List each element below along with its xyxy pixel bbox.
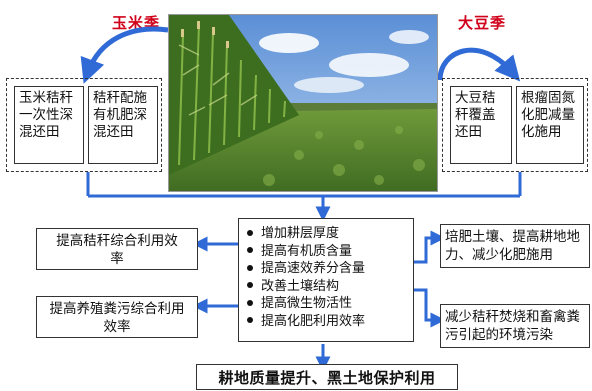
bullet-icon <box>247 264 253 271</box>
benefit-left-bottom: 提高养殖粪污综合利用效率 <box>36 296 198 338</box>
field-photo-art <box>169 15 437 191</box>
soybean-season-label: 大豆季 <box>458 14 507 32</box>
effect-item-6: 提高化肥利用效率 <box>245 313 407 331</box>
benefit-right-top: 培肥土壤、提高耕地地力、减少化肥施用 <box>440 224 590 268</box>
center-to-right-bottom-arrow <box>414 288 446 328</box>
effect-item-4: 改善土壤结构 <box>245 278 407 296</box>
benefit-right-bottom: 减少秸秆焚烧和畜禽粪污引起的环境污染 <box>440 304 590 348</box>
soybean-measure-box-1: 大豆秸秆覆盖还田 <box>450 86 512 164</box>
corn-measure-box-1: 玉米秸秆一次性深混还田 <box>14 86 84 164</box>
final-outcome-box: 耕地质量提升、黑土地保护利用 <box>196 364 458 390</box>
field-photo <box>168 14 438 192</box>
benefit-left-top: 提高秸秆综合利用效率 <box>36 228 198 270</box>
effect-item-1: 增加耕层厚度 <box>245 225 407 243</box>
corn-curve-arrow <box>80 26 169 84</box>
soybean-measure-1-text: 大豆秸秆覆盖还田 <box>455 90 496 140</box>
corn-measure-2-text: 秸秆配施有机肥深混还田 <box>93 90 147 140</box>
effect-item-2: 提高有机质含量 <box>245 243 407 261</box>
bullet-icon <box>247 247 253 253</box>
bullet-icon <box>247 317 253 323</box>
benefit-left-bottom-text: 提高养殖粪污综合利用效率 <box>49 301 185 335</box>
soil-effects-list: 增加耕层厚度 提高有机质含量 提高速效养分含量 改善土壤结构 提高微生物活性 提… <box>245 225 407 330</box>
bullet-icon <box>247 229 253 236</box>
corn-measure-1-text: 玉米秸秆一次性深混还田 <box>19 90 73 140</box>
benefit-left-top-text: 提高秸秆综合利用效率 <box>56 233 178 267</box>
soybean-measures-group <box>442 78 588 172</box>
final-outcome-text: 耕地质量提升、黑土地保护利用 <box>218 369 436 387</box>
soil-effects-box: 增加耕层厚度 提高有机质含量 提高速效养分含量 改善土壤结构 提高微生物活性 提… <box>238 218 414 342</box>
soybean-curve-arrow <box>437 47 521 82</box>
effect-item-5: 提高微生物活性 <box>245 295 407 313</box>
soybean-measure-box-2: 根瘤固氮化肥减量化施用 <box>516 86 584 164</box>
bullet-icon <box>247 282 253 288</box>
benefit-right-bottom-text: 减少秸秆焚烧和畜禽粪污引起的环境污染 <box>445 309 580 343</box>
effect-item-3: 提高速效养分含量 <box>245 260 407 278</box>
soybean-measure-2-text: 根瘤固氮化肥减量化施用 <box>521 90 575 140</box>
center-to-right-top-arrow <box>414 230 446 264</box>
corn-measure-box-2: 秸秆配施有机肥深混还田 <box>88 86 158 164</box>
corn-measures-group <box>6 78 162 172</box>
bullet-icon <box>247 299 253 306</box>
benefit-right-top-text: 培肥土壤、提高耕地地力、减少化肥施用 <box>445 229 580 263</box>
